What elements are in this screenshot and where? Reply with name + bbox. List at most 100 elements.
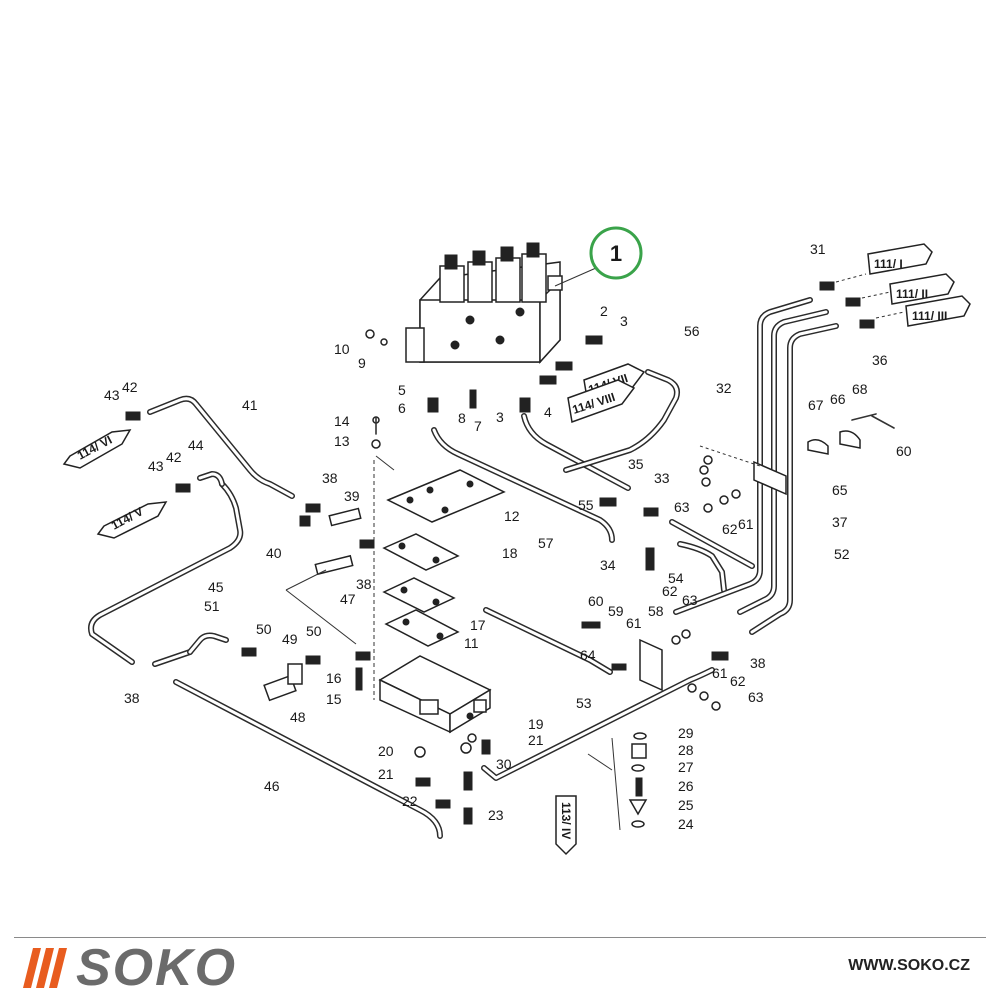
part-number: 17 — [470, 617, 486, 633]
fittings — [125, 281, 895, 828]
part-number: 34 — [600, 557, 616, 573]
logo-text: SOKO — [76, 939, 238, 997]
brand-logo: SOKO — [23, 939, 238, 997]
part-number: 12 — [504, 508, 520, 524]
part-number: 28 — [678, 742, 694, 758]
part-number: 19 — [528, 716, 544, 732]
part-number: 36 — [872, 352, 888, 368]
part-number: 51 — [204, 598, 220, 614]
part-number: 10 — [334, 341, 350, 357]
part-number: 9 — [358, 355, 366, 371]
part-number: 42 — [122, 379, 138, 395]
part-number: 61 — [738, 516, 754, 532]
part-number: 38 — [750, 655, 766, 671]
ref-tag-114-6: 114/ VI — [62, 429, 132, 469]
part-number: 61 — [712, 665, 728, 681]
part-number: 47 — [340, 591, 356, 607]
svg-text:111/ II: 111/ II — [896, 287, 928, 301]
part-number: 60 — [896, 443, 912, 459]
part-number: 38 — [322, 470, 338, 486]
part-number: 49 — [282, 631, 298, 647]
svg-text:111/ III: 111/ III — [912, 309, 947, 323]
website-link[interactable]: WWW.SOKO.CZ — [848, 957, 970, 974]
part-number: 66 — [830, 391, 846, 407]
part-number: 18 — [502, 545, 518, 561]
part-number: 22 — [402, 793, 418, 809]
part-number: 50 — [256, 621, 272, 637]
part-number: 63 — [674, 499, 690, 515]
logo-stripes-icon — [23, 948, 67, 988]
part-number: 3 — [496, 409, 504, 425]
part-number: 56 — [684, 323, 700, 339]
distribution-block — [378, 655, 492, 734]
part-number: 32 — [716, 380, 732, 396]
part-number: 11 — [464, 635, 479, 651]
part-number: 3 — [620, 313, 628, 329]
part-number: 45 — [208, 579, 224, 595]
part-number: 39 — [344, 488, 360, 504]
part-number: 21 — [528, 732, 544, 748]
part-number: 15 — [326, 691, 342, 707]
ref-tag-111-1: 111/ I — [867, 243, 933, 275]
svg-text:113/ IV: 113/ IV — [559, 802, 573, 839]
hydraulic-exploded-diagram: 111/ I 111/ II 111/ III 114/ VII 114/ VI… — [62, 226, 971, 856]
part-number: 50 — [306, 623, 322, 639]
ref-tag-114-5: 114/ V — [96, 501, 168, 539]
part-number: 62 — [722, 521, 738, 537]
part-number: 4 — [544, 404, 552, 420]
part-number: 58 — [648, 603, 664, 619]
highlight-circle-icon — [589, 226, 643, 280]
part-number: 38 — [124, 690, 140, 706]
part-number: 41 — [242, 397, 258, 413]
pipes — [88, 297, 839, 839]
part-number: 21 — [378, 766, 394, 782]
part-number: 43 — [148, 458, 164, 474]
svg-text:111/ I: 111/ I — [874, 257, 903, 271]
part-number: 60 — [588, 593, 604, 609]
part-number: 7 — [474, 418, 482, 434]
part-number: 61 — [626, 615, 642, 631]
part-number: 57 — [538, 535, 554, 551]
highlight-label: 1 — [610, 241, 622, 266]
part-number: 55 — [578, 497, 594, 513]
part-number: 38 — [356, 576, 372, 592]
part-number: 64 — [580, 647, 596, 663]
ref-tag-111-3: 111/ III — [905, 295, 971, 327]
part-number: 63 — [748, 689, 764, 705]
part-number: 35 — [628, 456, 644, 472]
part-number: 20 — [378, 743, 394, 759]
part-number: 30 — [496, 756, 512, 772]
part-number: 62 — [662, 583, 678, 599]
part-number: 5 — [398, 382, 406, 398]
part-number: 52 — [834, 546, 850, 562]
part-number: 8 — [458, 410, 466, 426]
part-number: 62 — [730, 673, 746, 689]
part-number: 53 — [576, 695, 592, 711]
control-valve-block — [405, 242, 563, 364]
part-number: 67 — [808, 397, 824, 413]
part-number: 29 — [678, 725, 694, 741]
part-number-labels: 2 3 3 4 5 6 7 8 9 10 11 12 13 14 15 16 1… — [104, 241, 912, 832]
part-number: 2 — [600, 303, 608, 319]
reference-lines — [285, 267, 905, 831]
part-number: 24 — [678, 816, 694, 832]
part-number: 59 — [608, 603, 624, 619]
part-number: 26 — [678, 778, 694, 794]
ref-tag-111-2: 111/ II — [889, 273, 955, 305]
part-number: 68 — [852, 381, 868, 397]
part-number: 16 — [326, 670, 342, 686]
part-number: 43 — [104, 387, 120, 403]
part-number: 31 — [810, 241, 826, 257]
part-number: 46 — [264, 778, 280, 794]
part-number: 13 — [334, 433, 350, 449]
part-number: 14 — [334, 413, 350, 429]
part-number: 33 — [654, 470, 670, 486]
part-number: 27 — [678, 759, 694, 775]
ref-tag-114-8: 114/ VIII — [567, 379, 636, 424]
part-number: 63 — [682, 592, 698, 608]
highlight-part-1: 1 — [589, 226, 643, 280]
part-number: 6 — [398, 400, 406, 416]
part-number: 42 — [166, 449, 182, 465]
part-number: 44 — [188, 437, 204, 453]
footer-divider — [14, 937, 986, 938]
